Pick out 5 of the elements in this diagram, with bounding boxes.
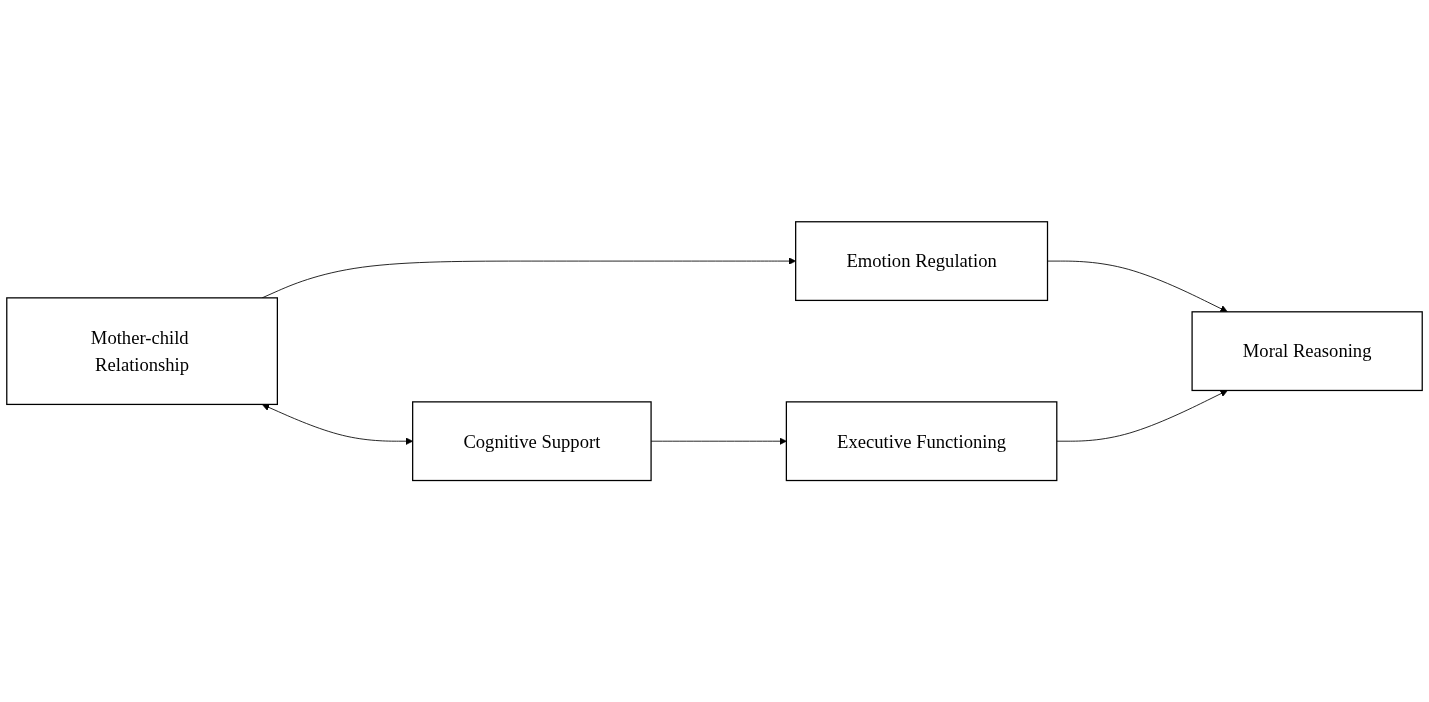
node-box: Emotion Regulation	[795, 221, 1049, 301]
node-box: Cognitive Support	[412, 401, 652, 481]
node-box: Mother-child Relationship	[6, 297, 278, 405]
node-box: Executive Functioning	[785, 401, 1058, 481]
node-box: Moral Reasoning	[1191, 311, 1423, 391]
